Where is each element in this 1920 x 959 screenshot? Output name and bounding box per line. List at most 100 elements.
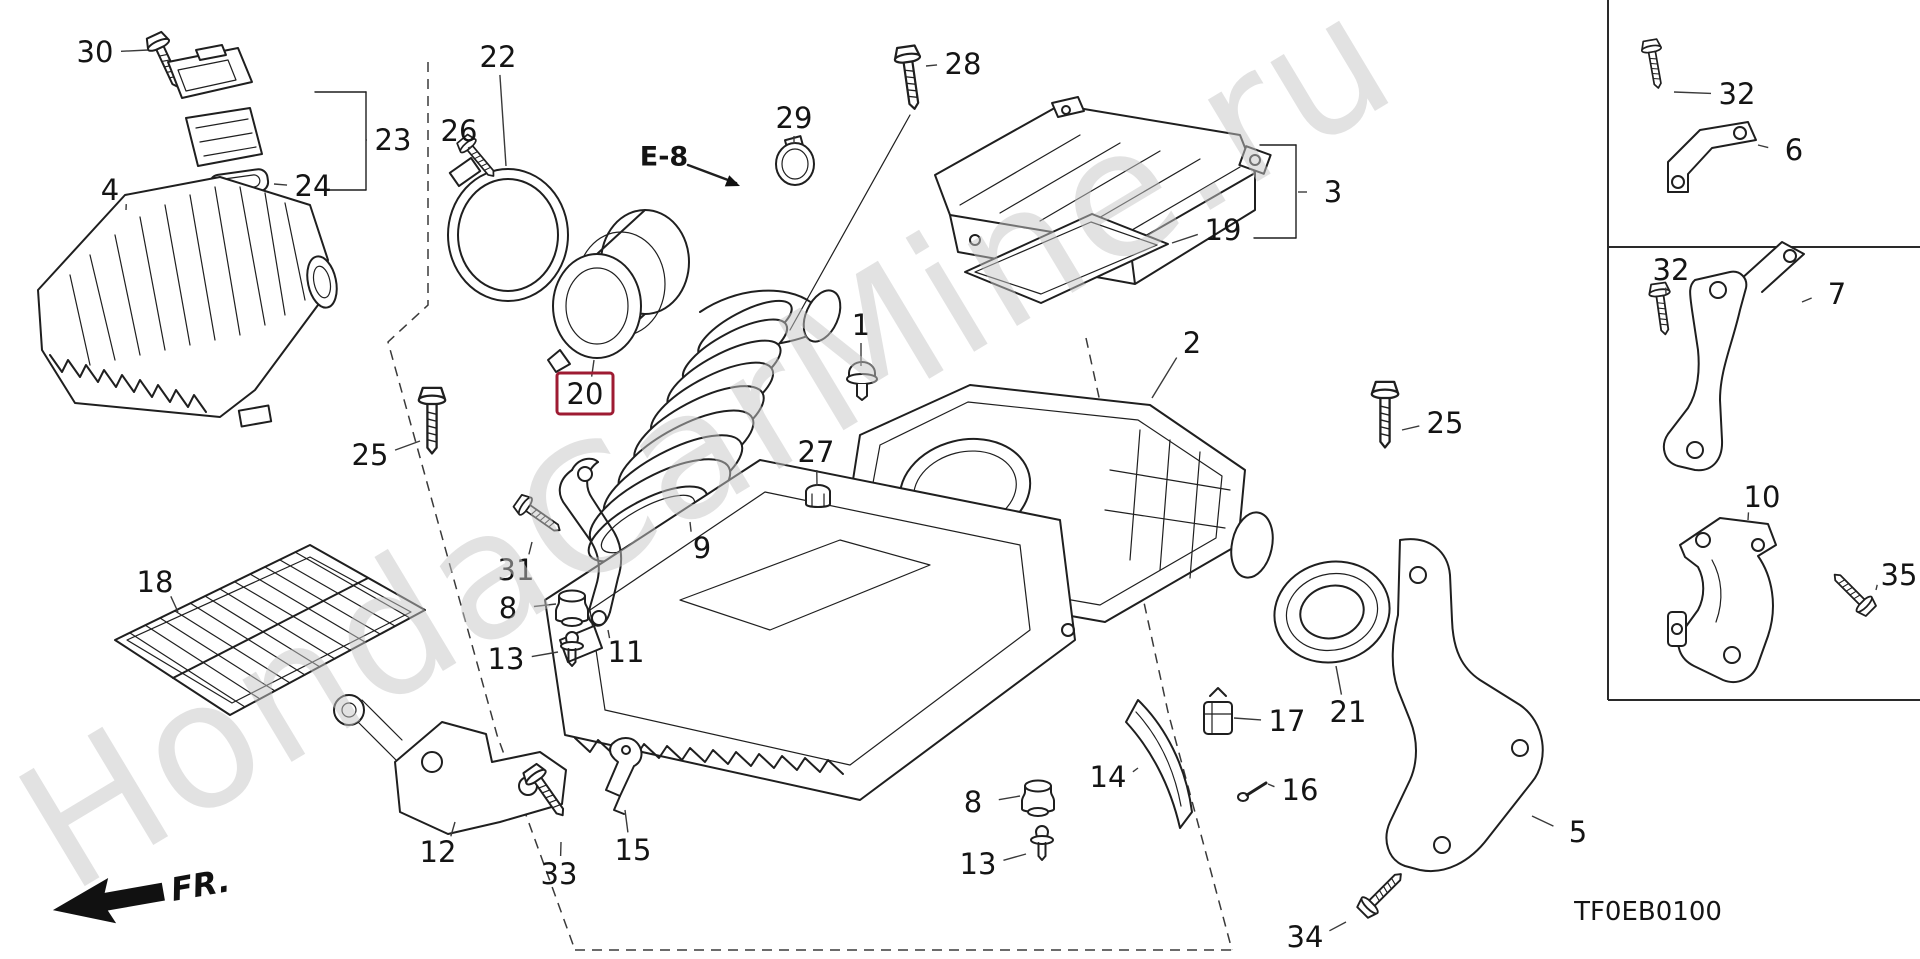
- callout-31[interactable]: 31: [498, 541, 535, 587]
- callout-16[interactable]: 16: [1267, 773, 1319, 807]
- callout-8[interactable]: 8: [964, 785, 1021, 819]
- part-number-label: 8: [964, 785, 982, 819]
- callout-15[interactable]: 15: [615, 809, 652, 867]
- callout-13[interactable]: 13: [960, 847, 1027, 881]
- callout-11[interactable]: 11: [607, 629, 645, 669]
- callout-4[interactable]: 4: [101, 173, 127, 211]
- part-4-air-cleaner-cover-art: [37, 176, 338, 428]
- callout-1[interactable]: 1: [852, 308, 870, 366]
- callout-E-8[interactable]: E-8: [640, 142, 688, 173]
- part-12-bracket-art: [333, 694, 567, 835]
- part-25-bolt-art: [417, 386, 447, 455]
- callout-28[interactable]: 28: [925, 47, 982, 81]
- callout-32[interactable]: 32: [1653, 253, 1690, 295]
- callout-22[interactable]: 22: [480, 40, 517, 167]
- callout-19[interactable]: 19: [1171, 213, 1242, 247]
- callout-17[interactable]: 17: [1233, 704, 1305, 738]
- callout-27[interactable]: 27: [798, 435, 835, 487]
- part-number-label: 35: [1881, 558, 1918, 592]
- part-8-mount-art: [1021, 779, 1055, 817]
- callout-2[interactable]: 2: [1151, 326, 1201, 399]
- part-21-outlet-tube-art: [1273, 560, 1391, 664]
- callout-25[interactable]: 25: [352, 438, 421, 472]
- part-number-label: 5: [1569, 815, 1587, 849]
- part-number-label: 26: [441, 114, 478, 148]
- callout-9[interactable]: 9: [689, 521, 711, 565]
- leader-line: [528, 541, 533, 555]
- part-number-label: 28: [945, 47, 982, 81]
- callout-10[interactable]: 10: [1744, 480, 1781, 521]
- part-number-label: 6: [1785, 133, 1803, 167]
- part-10-bracket-art: [1667, 517, 1777, 683]
- part-number-label: 33: [541, 857, 578, 891]
- part-number-label: 4: [101, 173, 119, 207]
- callout-6[interactable]: 6: [1757, 133, 1803, 167]
- callout-18[interactable]: 18: [137, 565, 179, 613]
- part-32-bolt-art: [1647, 281, 1677, 337]
- leader-line: [1335, 665, 1343, 695]
- callout-3[interactable]: 3: [1298, 175, 1342, 209]
- callout-34[interactable]: 34: [1287, 920, 1347, 954]
- part-17-clip-art: [1203, 687, 1233, 735]
- part-number-label: 22: [480, 40, 517, 74]
- leader-line: [467, 146, 472, 149]
- part-6-bracket-art: [1667, 121, 1757, 193]
- part-13-pin-art: [1030, 825, 1054, 861]
- part-number-label: 8: [499, 591, 517, 625]
- callout-12[interactable]: 12: [420, 821, 457, 869]
- diagram-code: TF0EB0100: [1573, 897, 1722, 927]
- leader-line: [1401, 425, 1420, 431]
- leader-line: [1329, 921, 1347, 932]
- callout-24[interactable]: 24: [273, 169, 332, 203]
- part-9-air-hose-art: [587, 289, 842, 563]
- callout-8[interactable]: 8: [499, 591, 557, 625]
- part-number-label: 24: [295, 169, 332, 203]
- part-number-label: E-8: [640, 142, 688, 173]
- callout-14[interactable]: 14: [1090, 760, 1139, 794]
- part-number-label: 13: [488, 642, 525, 676]
- callout-25[interactable]: 25: [1401, 406, 1464, 440]
- part-35-bolt-art: [1826, 566, 1880, 620]
- callout-21[interactable]: 21: [1330, 665, 1367, 729]
- callout-7[interactable]: 7: [1801, 277, 1846, 311]
- part-number-label: 9: [693, 531, 711, 565]
- part-25-bolt-art: [1370, 380, 1400, 449]
- leader-line: [170, 595, 179, 613]
- part-28-bolt-art: [789, 43, 929, 331]
- part-number-label: 13: [960, 847, 997, 881]
- part-1-valve-art: [846, 361, 878, 401]
- part-number-label: 19: [1205, 213, 1242, 247]
- part-15-clip-art: [605, 737, 643, 815]
- callout-32[interactable]: 32: [1673, 77, 1755, 111]
- callout-5[interactable]: 5: [1531, 815, 1587, 849]
- part-number-label: 31: [498, 553, 535, 587]
- callout-13[interactable]: 13: [488, 642, 559, 676]
- leader-line: [499, 74, 507, 167]
- leader-line: [120, 49, 149, 53]
- part-34-bolt-art: [1353, 865, 1410, 922]
- leader-line: [394, 440, 421, 451]
- callout-26[interactable]: 26: [441, 114, 478, 149]
- callout-23[interactable]: 23: [366, 123, 411, 157]
- leader-line: [1801, 297, 1812, 303]
- callout-33[interactable]: 33: [541, 841, 578, 891]
- callout-29[interactable]: 29: [776, 101, 813, 144]
- part-number-label: 10: [1744, 480, 1781, 514]
- part-number-label: 25: [1427, 406, 1464, 440]
- leader-line: [1171, 233, 1199, 244]
- leader-line: [1151, 357, 1178, 399]
- callout-35[interactable]: 35: [1875, 558, 1918, 592]
- leader-line: [1875, 584, 1878, 591]
- part-7-bracket-art: [1662, 241, 1805, 472]
- part-number-label: 16: [1282, 773, 1319, 807]
- callout-20[interactable]: 20: [555, 359, 615, 416]
- part-number-label: 29: [776, 101, 813, 135]
- part-number-label: 1: [852, 308, 870, 342]
- part-number-label: 11: [608, 635, 645, 669]
- part-number-label: 15: [615, 833, 652, 867]
- callout-30[interactable]: 30: [77, 35, 149, 69]
- part-number-label: 18: [137, 565, 174, 599]
- leader-line: [1132, 767, 1139, 773]
